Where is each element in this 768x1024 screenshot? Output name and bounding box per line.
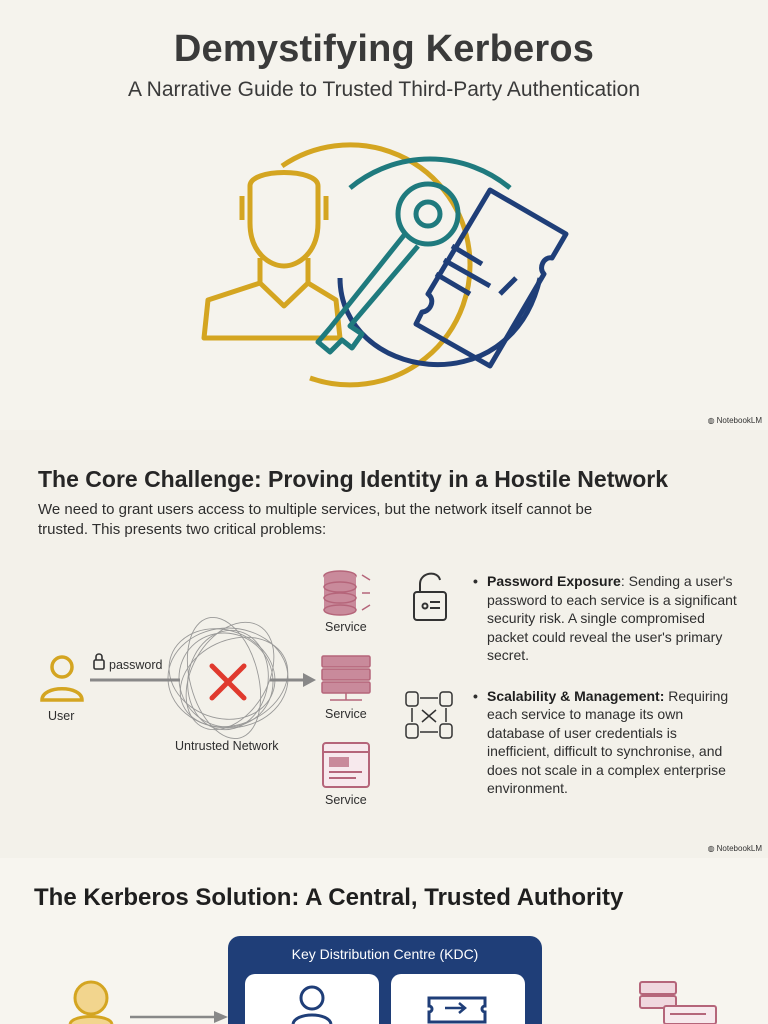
list-item: Scalability & Management: Requiring each… (472, 687, 742, 798)
untrusted-network-cloud (167, 617, 289, 739)
gold-arc (280, 142, 473, 388)
slide-title: Demystifying Kerberos (173, 28, 595, 70)
password-label: password (109, 658, 163, 672)
title-slide: Demystifying Kerberos A Narrative Guide … (0, 0, 768, 430)
user-icon (68, 980, 114, 1024)
lock-icon (93, 653, 105, 670)
key-icon (315, 181, 461, 355)
bullet-heading: Scalability & Management: (487, 687, 665, 704)
problem-list: Password Exposure: Sending a user's pass… (472, 572, 742, 798)
ticket-icon (427, 996, 487, 1024)
user-icon (40, 655, 84, 702)
database-service-icon (323, 570, 371, 616)
user-label: User (48, 709, 75, 723)
user-icon (201, 170, 343, 341)
list-item: Password Exposure: Sending a user's pass… (472, 572, 742, 665)
kdc-title: Key Distribution Centre (KDC) (291, 946, 479, 962)
ticket-icon (413, 187, 569, 369)
challenge-slide: The Core Challenge: Proving Identity in … (0, 430, 768, 858)
bullet-text: Requiring each service to manage its own… (487, 687, 729, 797)
service-label: Service (325, 620, 367, 634)
kdc-box: Key Distribution Centre (KDC) (228, 936, 542, 1024)
brand-logo: ◍ NotebookLM (708, 416, 762, 425)
service-label: Service (325, 707, 367, 721)
authentication-service-card (245, 974, 379, 1024)
services-icon (639, 981, 717, 1024)
bullet-text: : Sending a user's password to each serv… (487, 573, 737, 663)
navy-arc (337, 277, 543, 368)
bullet-heading: Password Exposure (487, 573, 621, 589)
challenge-diagram (40, 570, 453, 788)
brand-logo: ◍ NotebookLM (708, 844, 762, 853)
server-service-icon (321, 655, 371, 701)
notebooklm-icon: ◍ (707, 844, 715, 853)
person-icon (291, 985, 333, 1024)
teal-arc (348, 156, 512, 190)
web-service-icon (322, 742, 370, 788)
brand-label: NotebookLM (716, 844, 762, 853)
hero-illustration (201, 142, 569, 388)
distributed-database-icon (405, 691, 453, 739)
open-lock-icon (413, 572, 447, 621)
ticket-granting-service-card (391, 974, 525, 1024)
blocked-x-icon (209, 663, 247, 701)
notebooklm-icon: ◍ (707, 416, 715, 425)
service-label: Service (325, 793, 367, 807)
slide-title: The Core Challenge: Proving Identity in … (38, 466, 669, 492)
slide-subtitle: A Narrative Guide to Trusted Third-Party… (127, 78, 641, 101)
arrow-icon (130, 1011, 228, 1023)
slide-title: The Kerberos Solution: A Central, Truste… (34, 884, 624, 911)
brand-label: NotebookLM (716, 416, 762, 425)
solution-slide: The Kerberos Solution: A Central, Truste… (0, 858, 768, 1024)
network-label: Untrusted Network (175, 739, 279, 753)
slide-intro: We need to grant users access to multipl… (38, 501, 593, 538)
